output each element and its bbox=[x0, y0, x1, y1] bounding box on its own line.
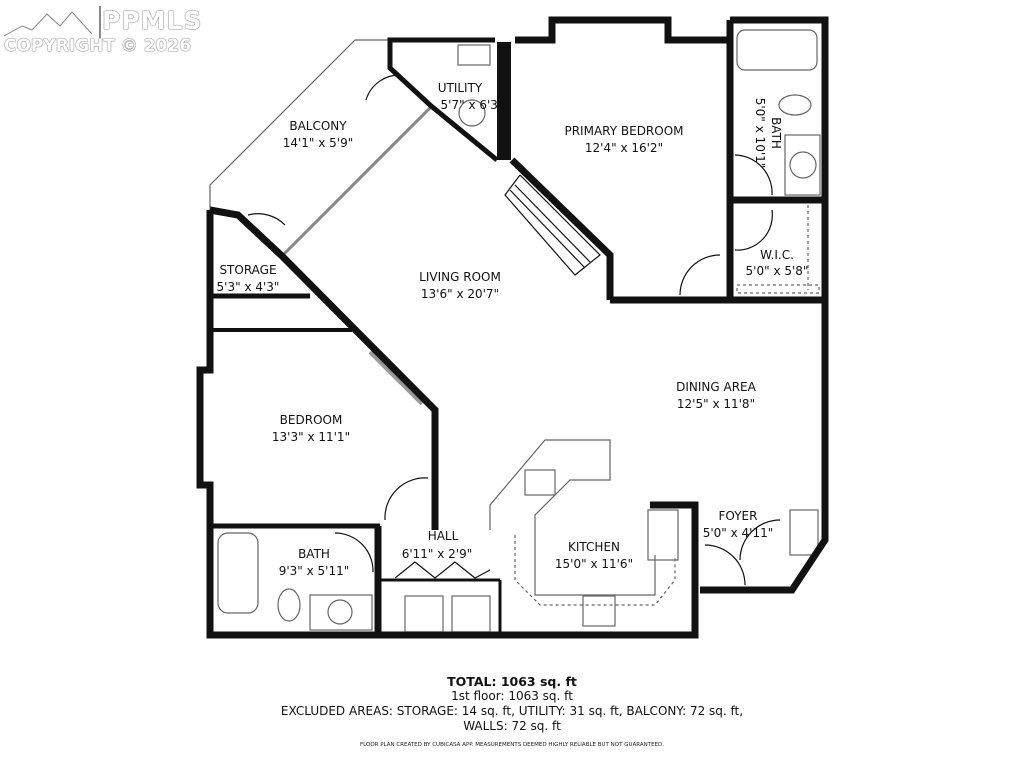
bedroom-glass bbox=[368, 350, 424, 406]
door-arc-balcony bbox=[247, 213, 286, 226]
hall-dims: 6'11" x 2'9" bbox=[402, 547, 473, 561]
primary-bath-dims: 5'0" x 10'1" bbox=[753, 98, 767, 169]
balcony-name: BALCONY bbox=[289, 119, 347, 133]
wall-primary-top bbox=[515, 16, 730, 44]
kitchen-name: KITCHEN bbox=[568, 540, 620, 554]
walls-area: WALLS: 72 sq. ft bbox=[463, 719, 561, 733]
door-arc-bedroom bbox=[384, 477, 429, 521]
primary-sink bbox=[789, 151, 817, 179]
floor-area: 1st floor: 1063 sq. ft bbox=[451, 689, 573, 703]
door-arc-bath1 bbox=[734, 154, 773, 196]
storage-name: STORAGE bbox=[219, 263, 276, 277]
dining-area-dims: 12'5" x 11'8" bbox=[677, 397, 755, 411]
wall-left-outer bbox=[196, 210, 378, 639]
excluded-areas: EXCLUDED AREAS: STORAGE: 14 sq. ft, UTIL… bbox=[280, 704, 744, 718]
stair-hatch bbox=[504, 174, 601, 276]
primary-bathtub bbox=[736, 29, 818, 71]
door-arc-utility bbox=[365, 74, 401, 101]
bath-tub bbox=[217, 532, 259, 614]
wic-name: W.I.C. bbox=[760, 248, 794, 262]
room-labels: BALCONY 14'1" x 5'9" UTILITY 5'7" x 6'3"… bbox=[217, 81, 809, 578]
balcony-dims: 14'1" x 5'9" bbox=[283, 136, 354, 150]
foyer-name: FOYER bbox=[719, 509, 758, 523]
wic-dims: 5'0" x 5'8" bbox=[746, 264, 809, 278]
door-arc-foyer bbox=[739, 519, 781, 561]
utility-name: UTILITY bbox=[438, 81, 483, 95]
bath-vanity bbox=[309, 594, 373, 631]
door-arc-primary bbox=[679, 254, 721, 296]
wall-kitchen-bottom bbox=[378, 501, 699, 639]
hall-closet-a bbox=[404, 595, 444, 633]
bath-sink bbox=[327, 599, 353, 625]
kitchen-counter bbox=[489, 439, 656, 596]
fridge bbox=[647, 509, 679, 561]
kitchen-counter-outer bbox=[514, 535, 676, 606]
primary-bedroom-name: PRIMARY BEDROOM bbox=[564, 124, 683, 138]
storage-dims: 5'3" x 4'3" bbox=[217, 280, 280, 294]
hall-closet-b bbox=[451, 595, 491, 633]
door-arc-bath bbox=[334, 532, 374, 573]
utility-dims: 5'7" x 6'3" bbox=[441, 98, 504, 112]
area-summary: TOTAL: 1063 sq. ft 1st floor: 1063 sq. f… bbox=[0, 674, 1024, 734]
living-room-dims: 13'6" x 20'7" bbox=[421, 287, 499, 301]
mountain-logo-icon bbox=[3, 6, 101, 38]
bath-dims: 9'3" x 5'11" bbox=[279, 564, 350, 578]
primary-bath-name: BATH bbox=[769, 117, 783, 149]
foyer-closet bbox=[789, 509, 819, 556]
door-arc-wic bbox=[734, 209, 773, 251]
wic-shelf bbox=[736, 284, 820, 294]
utility-closet bbox=[457, 44, 491, 66]
kitchen-dims: 15'0" x 11'6" bbox=[555, 557, 633, 571]
balcony-glass-door bbox=[280, 104, 434, 258]
foyer-dims: 5'0" x 4'11" bbox=[703, 526, 774, 540]
living-room-name: LIVING ROOM bbox=[419, 270, 501, 284]
dining-area-name: DINING AREA bbox=[676, 380, 757, 394]
watermark-brand: PPMLS bbox=[102, 6, 203, 35]
walls bbox=[196, 16, 829, 639]
hall-name: HALL bbox=[428, 529, 459, 543]
water-heater bbox=[458, 99, 486, 127]
watermark-copyright: COPYRIGHT © 2026 bbox=[4, 36, 192, 56]
bath-toilet bbox=[277, 588, 301, 622]
door-arc-entry bbox=[704, 544, 746, 586]
total-area: TOTAL: 1063 sq. ft bbox=[447, 674, 577, 689]
primary-toilet bbox=[778, 94, 812, 116]
wall-utility bbox=[387, 37, 499, 162]
hall-bifold bbox=[394, 561, 491, 579]
wall-storage bbox=[209, 206, 439, 530]
bedroom-dims: 13'3" x 11'1" bbox=[272, 430, 350, 444]
primary-vanity bbox=[784, 134, 821, 196]
wall-right-outer bbox=[700, 16, 829, 594]
bath-name: BATH bbox=[298, 547, 330, 561]
stove bbox=[582, 595, 616, 627]
bedroom-name: BEDROOM bbox=[280, 413, 343, 427]
wall-primary-diag bbox=[509, 157, 614, 300]
balcony-outline bbox=[209, 39, 390, 210]
wall-column bbox=[497, 42, 511, 160]
kitchen-sink bbox=[524, 469, 556, 496]
primary-bedroom-dims: 12'4" x 16'2" bbox=[585, 141, 663, 155]
credit-note: FLOOR PLAN CREATED BY CUBICASA APP. MEAS… bbox=[359, 742, 665, 748]
